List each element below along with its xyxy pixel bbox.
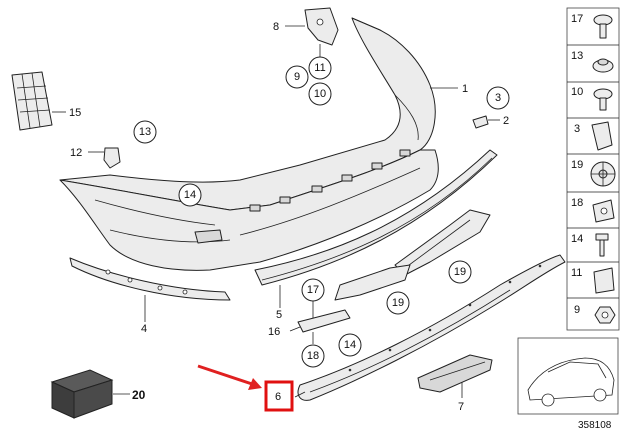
legend-num: 9: [574, 304, 580, 316]
bracket-8: [304, 7, 339, 46]
callout-circle: 19: [448, 260, 472, 284]
callout-circle: 3: [486, 86, 510, 110]
clip-2: [472, 115, 489, 129]
svg-text:19: 19: [392, 297, 404, 309]
bracket-clip-icon: [591, 121, 613, 151]
svg-text:13: 13: [139, 126, 151, 138]
bracket-16: [297, 309, 351, 333]
callout-circle: 19: [386, 291, 410, 315]
svg-text:11: 11: [314, 62, 325, 74]
bumper-carrier-5: [254, 149, 498, 286]
callout-circle: 9: [285, 65, 309, 89]
legend-num: 14: [571, 233, 583, 245]
hex-nut-icon: [594, 306, 616, 324]
label-16: 16: [268, 326, 280, 338]
label-8: 8: [273, 21, 279, 33]
round-clip-icon: [590, 161, 616, 187]
part-box-20: [50, 369, 114, 419]
bolt-icon: [595, 233, 609, 257]
callout-circle: 18: [301, 344, 325, 368]
svg-text:14: 14: [344, 339, 356, 351]
callout-circle: 10: [308, 82, 332, 106]
heat-shield-7: [417, 354, 493, 393]
screw-rivet-icon: [593, 88, 613, 111]
label-6: 6: [275, 391, 281, 403]
diagram-id: 358108: [578, 420, 612, 431]
callout-circle: 11: [308, 56, 332, 80]
label-5: 5: [276, 309, 282, 321]
label-12: 12: [70, 147, 82, 159]
clip-12: [103, 147, 121, 169]
svg-text:3: 3: [495, 92, 501, 104]
callout-circle: 14: [178, 183, 202, 207]
legend-num: 18: [571, 197, 583, 209]
leader-lines: [52, 25, 500, 398]
label-7: 7: [458, 401, 464, 413]
label-15: 15: [69, 107, 81, 119]
svg-text:18: 18: [307, 350, 319, 362]
part-labels: 8 1 2 15 12 4 5 16 6 7 20: [69, 21, 509, 413]
legend-num: 10: [571, 86, 583, 98]
car-thumbnail: [517, 337, 619, 415]
svg-text:14: 14: [184, 189, 196, 201]
spring-nut-icon: [593, 267, 615, 294]
diffuser-6: [297, 254, 566, 401]
label-1: 1: [462, 83, 468, 95]
svg-text:10: 10: [314, 88, 326, 100]
legend-num: 19: [571, 159, 583, 171]
highlight-arrow: [197, 364, 262, 390]
callout-circle: 17: [301, 278, 325, 302]
bracket-19-upper: [394, 209, 491, 276]
vent-grille-15: [11, 71, 53, 131]
bumper-cover: [59, 17, 439, 271]
legend-num: 13: [571, 50, 583, 62]
bracket-19-lower: [334, 264, 411, 301]
label-20: 20: [132, 388, 146, 402]
highlight-box-6: [264, 380, 294, 412]
label-2: 2: [503, 115, 509, 127]
legend-panel: [566, 7, 620, 331]
callout-circles: 11 10 9 3 13 14 17 18 14 19 19: [133, 56, 510, 368]
legend-num: 11: [571, 267, 582, 279]
legend-num: 17: [571, 13, 583, 25]
nut-clip-icon: [592, 58, 614, 73]
square-nut-icon: [592, 199, 615, 223]
svg-text:17: 17: [307, 284, 319, 296]
label-4: 4: [141, 323, 147, 335]
legend-numbers: 17 13 10 3 19 18 14 11 9: [571, 13, 583, 316]
callout-circle: 13: [133, 120, 157, 144]
svg-text:19: 19: [454, 266, 466, 278]
trim-strip-4: [69, 257, 231, 301]
callout-circle: 14: [338, 333, 362, 357]
legend-num: 3: [574, 123, 580, 135]
push-rivet-icon: [593, 14, 613, 39]
svg-text:9: 9: [294, 71, 300, 83]
